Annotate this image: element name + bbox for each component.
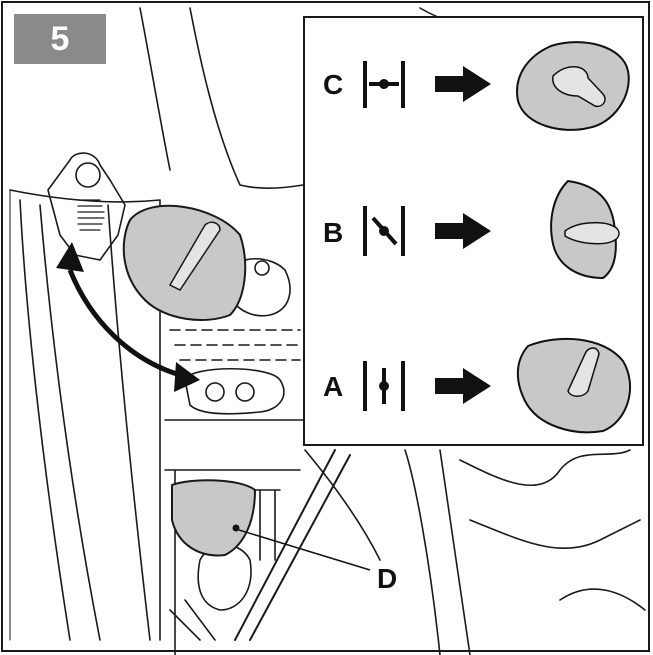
row-a-arrow xyxy=(435,368,491,404)
bracket-outline xyxy=(47,152,126,261)
row-b-lever-result xyxy=(550,179,620,280)
duct-housing-outline xyxy=(9,189,161,641)
row-c-label: C xyxy=(323,69,344,100)
row-c-arrow xyxy=(435,66,491,102)
row-a-symbol xyxy=(363,361,405,411)
throttle-lever xyxy=(122,204,247,321)
step-number-badge: 5 xyxy=(14,14,106,64)
row-b-symbol xyxy=(363,206,405,256)
row-a-lever-result xyxy=(516,337,632,434)
part-d xyxy=(171,479,257,557)
callout-label-d: D xyxy=(377,563,398,594)
row-b-arrow xyxy=(435,213,491,249)
inset-graphics xyxy=(363,41,632,434)
row-c-lever-result xyxy=(516,41,630,131)
position-inset: C B A xyxy=(303,16,644,446)
row-a-label: A xyxy=(323,371,344,402)
row-c-symbol xyxy=(363,61,405,108)
row-b-label: B xyxy=(323,217,344,248)
callout-line-d xyxy=(238,529,371,571)
adjust-arrow xyxy=(67,269,181,378)
